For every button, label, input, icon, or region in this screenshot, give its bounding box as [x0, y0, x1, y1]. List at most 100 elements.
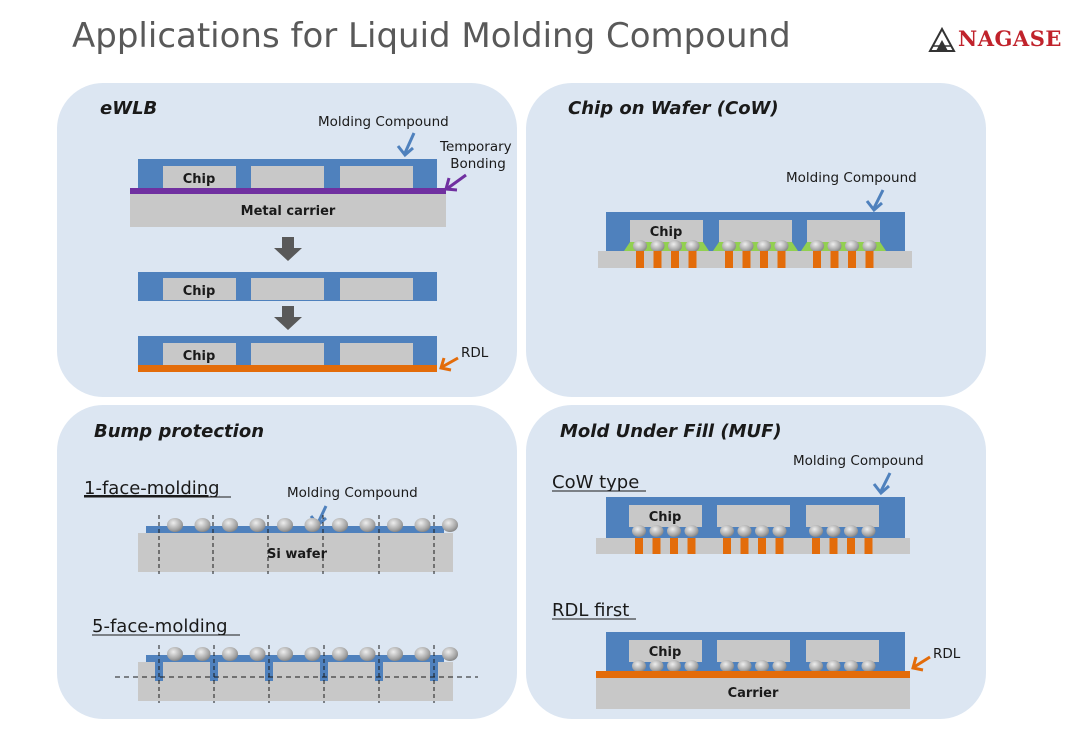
muf-cow-chip-1	[629, 505, 702, 527]
ewlb-temporary-bonding-pointer-arrow	[444, 173, 467, 192]
muf-cow-tsv-via	[758, 538, 766, 554]
bump-one-face-dicing-lines	[158, 515, 435, 574]
muf-rdl-bump	[737, 660, 752, 672]
bump-five-face-ball	[414, 647, 431, 661]
ewlb-rdl-layer	[138, 365, 437, 372]
ewlb-temporary-bonding-layer	[130, 188, 446, 194]
cow-bump	[810, 240, 824, 252]
muf-cow-chip-label: Chip	[649, 510, 682, 525]
cow-bump	[633, 240, 647, 252]
muf-cow-bump	[632, 525, 646, 537]
bump-five-face-groove	[430, 662, 438, 681]
bump-five-face-ball	[442, 647, 458, 661]
bump-one-face-ball	[359, 518, 376, 532]
bump-five-face-groove	[375, 662, 383, 681]
bump-one-face-ball	[194, 518, 211, 532]
muf-rdl-label: RDL	[933, 646, 961, 662]
cow-bump	[757, 240, 771, 252]
muf-cow-tsv-via	[652, 538, 661, 554]
bump-five-face-wafer	[138, 662, 453, 701]
ewlb-stage1-chip-1	[163, 166, 236, 188]
muf-rdl-bump	[755, 660, 769, 672]
muf-cow-bump	[809, 525, 823, 537]
ewlb-metal-carrier	[130, 194, 446, 227]
cow-tsv-via	[865, 251, 874, 268]
bump-one-face-balls	[167, 518, 458, 532]
muf-cow-bump	[826, 525, 841, 537]
cow-chip-3	[807, 220, 880, 242]
bump-five-face-groove	[320, 662, 328, 681]
muf-rdl-bump	[861, 660, 876, 672]
bump-five-face-label: 5-face-molding	[92, 616, 228, 637]
bump-five-face-groove	[210, 662, 218, 681]
muf-rdl-pointer-arrow	[911, 655, 931, 672]
ewlb-process-arrow-2	[274, 306, 302, 330]
bump-one-face-ball	[304, 518, 321, 532]
ewlb-rdl-pointer-arrow	[439, 356, 459, 372]
muf-rdl-bump	[809, 660, 823, 672]
muf-cow-bump	[720, 525, 734, 537]
ewlb-title: eWLB	[100, 98, 157, 119]
bump-five-face-ball	[332, 647, 348, 661]
nagase-emblem-icon	[928, 26, 956, 52]
muf-rdl-layer	[596, 671, 910, 678]
bump-one-face-wafer	[138, 533, 453, 572]
cow-bump	[739, 240, 754, 252]
muf-cow-tsv-via	[864, 538, 873, 554]
bump-five-face-groove	[265, 662, 273, 681]
ewlb-stage-2: Chip	[138, 272, 437, 301]
muf-cow-tsv-via	[829, 538, 838, 554]
muf-rdl-chip-3	[806, 640, 879, 662]
cow-bump	[845, 240, 859, 252]
ewlb-rdl-label: RDL	[461, 345, 489, 361]
muf-rdl-chip-1	[629, 640, 702, 662]
cow-tsv-via	[725, 251, 733, 268]
ewlb-stage2-chip-1	[163, 278, 236, 300]
muf-rdl-bump	[720, 660, 734, 672]
ewlb-stage2-chip-3	[340, 278, 413, 300]
cow-chip-1	[630, 220, 703, 242]
cow-title: Chip on Wafer (CoW)	[568, 98, 779, 119]
muf-mold-pointer-arrow	[872, 472, 892, 496]
bump-five-face-ball	[304, 647, 321, 661]
muf-cow-bump	[684, 525, 699, 537]
cow-bump	[722, 240, 736, 252]
muf-cow-type-label: CoW type	[552, 472, 639, 493]
bump-one-face-ball	[222, 518, 238, 532]
muf-rdl-first-label: RDL first	[552, 600, 629, 621]
bump-one-face-label: 1-face-molding	[84, 478, 220, 499]
ewlb-mold-pointer-arrow	[396, 132, 416, 158]
nagase-logo	[928, 26, 956, 52]
bump-five-face-ball	[249, 647, 266, 661]
cow-molding-compound-label: Molding Compound	[786, 170, 917, 186]
bump-one-face-ball	[249, 518, 266, 532]
muf-cow-bump	[667, 525, 681, 537]
muf-molding-compound-label: Molding Compound	[793, 453, 924, 469]
ewlb-stage1-chip-label: Chip	[183, 172, 216, 187]
ewlb-stage3-chip-1	[163, 343, 236, 365]
muf-cow-tsv-via	[812, 538, 820, 554]
muf-cow-tsv-via	[740, 538, 749, 554]
cow-tsv-via	[813, 251, 821, 268]
muf-cow-tsv-via	[635, 538, 643, 554]
ewlb-metal-carrier-label: Metal carrier	[241, 204, 336, 219]
bump-one-face-ball	[442, 518, 458, 532]
bump-five-face-balls	[167, 647, 458, 661]
muf-cow-tsv-via	[687, 538, 696, 554]
cow-bump	[774, 240, 789, 252]
cow-bump	[650, 240, 665, 252]
muf-cow-tsv-via	[775, 538, 784, 554]
muf-cow-bump	[649, 525, 664, 537]
muf-rdl-chip-label: Chip	[649, 645, 682, 660]
muf-cow-bumps	[632, 525, 876, 537]
bump-five-face-ball	[167, 647, 183, 661]
logo-text: NAGASE	[958, 26, 1062, 51]
muf-rdl-bump	[684, 660, 699, 672]
muf-cow-bump	[737, 525, 752, 537]
bump-five-face-grooves	[155, 645, 438, 703]
muf-rdl-chip-2	[717, 640, 790, 662]
muf-cow-bump	[755, 525, 769, 537]
cow-tsv-vias	[636, 251, 874, 268]
muf-cow-chip-2	[717, 505, 790, 527]
